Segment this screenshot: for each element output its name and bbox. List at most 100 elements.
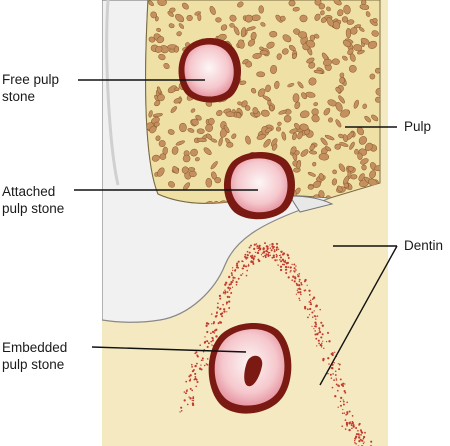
calcification-dot	[298, 297, 301, 300]
pulp-particle	[229, 14, 237, 22]
pulp-particle	[277, 121, 282, 126]
calcification-dot	[253, 255, 256, 258]
calcification-dot	[346, 411, 349, 414]
calcification-dot	[212, 322, 215, 325]
calcification-dot	[240, 274, 243, 277]
pulp-particle	[237, 101, 243, 106]
pulp-particle	[210, 161, 218, 170]
calcification-dot	[297, 288, 299, 290]
pulp-particle	[335, 86, 342, 94]
calcification-dot	[352, 422, 355, 424]
pulp-particle	[151, 154, 160, 162]
attached-pulp-stone	[223, 151, 295, 220]
calcification-dot	[293, 280, 296, 283]
calcification-dot	[355, 435, 358, 438]
calcification-dot	[266, 247, 269, 251]
calcification-dot	[344, 419, 347, 421]
pulp-particle	[294, 123, 301, 130]
calcification-dot	[362, 437, 365, 440]
pulp-particle	[318, 153, 330, 161]
calcification-dot	[313, 328, 315, 330]
calcification-dot	[290, 269, 292, 272]
calcification-dot	[277, 264, 279, 266]
calcification-dot	[281, 258, 285, 261]
calcification-dot	[248, 263, 250, 265]
pulp-particle	[340, 109, 350, 118]
calcification-dot	[354, 441, 356, 444]
calcification-dot	[204, 340, 207, 343]
pulp-particle	[237, 39, 245, 49]
calcification-dot	[278, 254, 281, 257]
calcification-dot	[266, 253, 268, 256]
pulp-particle	[375, 87, 380, 96]
pulp-particle	[169, 7, 176, 13]
calcification-dot	[317, 332, 319, 334]
calcification-dot	[219, 308, 221, 311]
pulp-particle	[365, 11, 371, 17]
pulp-particle	[208, 117, 215, 125]
calcification-dot	[273, 249, 276, 251]
calcification-dot	[256, 245, 259, 248]
calcification-dot	[343, 390, 346, 393]
calcification-dot	[280, 250, 283, 253]
pulp-particle	[326, 17, 334, 27]
free-pulp-stone	[178, 37, 241, 103]
pulp-particle	[282, 34, 292, 43]
pulp-particle	[290, 146, 297, 154]
calcification-dot	[219, 321, 223, 324]
calcification-dot	[309, 301, 312, 304]
calcification-dot	[357, 433, 359, 435]
pulp-particle	[263, 138, 271, 148]
calcification-dot	[179, 411, 181, 413]
calcification-dot	[272, 256, 275, 259]
pulp-particle	[203, 147, 212, 156]
pulp-particle	[216, 109, 223, 117]
calcification-dot	[236, 262, 239, 265]
calcification-dot	[232, 269, 234, 272]
pulp-particle	[332, 21, 341, 30]
calcification-dot	[358, 422, 361, 425]
pulp-particle	[369, 73, 376, 80]
calcification-dot	[352, 426, 355, 428]
calcification-dot	[206, 345, 209, 348]
label-free-pulp-stone: Free pulp stone	[2, 72, 60, 104]
calcification-dot	[293, 270, 296, 273]
calcification-dot	[346, 412, 349, 415]
calcification-dot	[253, 247, 256, 250]
calcification-dot	[207, 322, 210, 325]
pulp-particle	[312, 161, 317, 167]
calcification-dot	[248, 246, 251, 249]
calcification-dot	[318, 331, 322, 334]
calcification-dot	[242, 273, 244, 275]
calcification-dot	[226, 303, 228, 305]
calcification-dot	[281, 263, 284, 266]
calcification-dot	[295, 269, 297, 271]
label-dentin: Dentin	[404, 238, 444, 253]
embedded-pulp-stone	[208, 323, 292, 414]
calcification-dot	[188, 396, 190, 398]
calcification-dot	[314, 330, 317, 332]
calcification-dot	[251, 256, 254, 258]
calcification-dot	[272, 247, 274, 250]
pulp-particle	[260, 109, 270, 117]
pulp-particle	[186, 14, 193, 22]
calcification-dot	[291, 263, 293, 266]
pulp-particle	[246, 26, 256, 31]
calcification-dot	[248, 251, 251, 254]
calcification-dot	[223, 310, 226, 313]
pulp-particle	[252, 107, 259, 115]
calcification-dot	[256, 251, 259, 254]
calcification-dot	[210, 332, 212, 335]
pulp-particle	[326, 6, 331, 12]
pulp-particle	[159, 153, 167, 160]
pulp-particle	[171, 146, 179, 155]
pulp-particle	[226, 142, 234, 148]
calcification-dot	[308, 301, 311, 303]
pulp-particle	[294, 101, 301, 110]
pulp-particle	[150, 11, 158, 19]
calcification-dot	[190, 363, 193, 366]
calcification-dot	[286, 254, 290, 257]
calcification-dot	[298, 287, 301, 290]
calcification-dot	[192, 369, 195, 371]
